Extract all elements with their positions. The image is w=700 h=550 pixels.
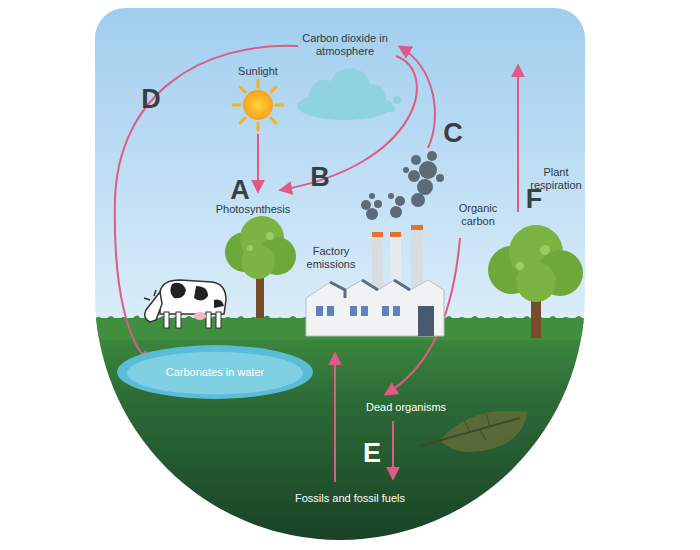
callout-letter: C [443,119,463,147]
callout-letter: A [230,176,250,204]
carbon-flow-arrows [115,46,518,482]
factory-label: Factory emissions [300,245,362,271]
callout-letter: F [526,185,543,213]
process-label: Photosynthesis [216,203,291,216]
sun-label: Sunlight [238,65,278,78]
callout-letter: E [363,439,381,467]
pond: Carbonates in water [115,344,315,400]
tree [488,225,583,338]
tree [225,216,296,318]
organic-label: Organic carbon [451,202,505,228]
callout-letter: B [310,163,330,191]
fossil-label: Fossils and fossil fuels [295,492,405,505]
callout-letter: D [141,85,161,113]
dead-organisms-label: Dead organisms [366,401,446,414]
cloud [297,68,401,120]
atmosphere-label: Carbon dioxide in atmosphere [290,32,400,58]
ground [90,318,590,550]
sun [233,80,283,130]
cow [144,280,226,328]
factory [306,225,444,336]
world [90,0,636,550]
dead-leaf [420,411,528,452]
node-text: Carbonates in water [166,366,264,379]
smoke [361,151,444,220]
